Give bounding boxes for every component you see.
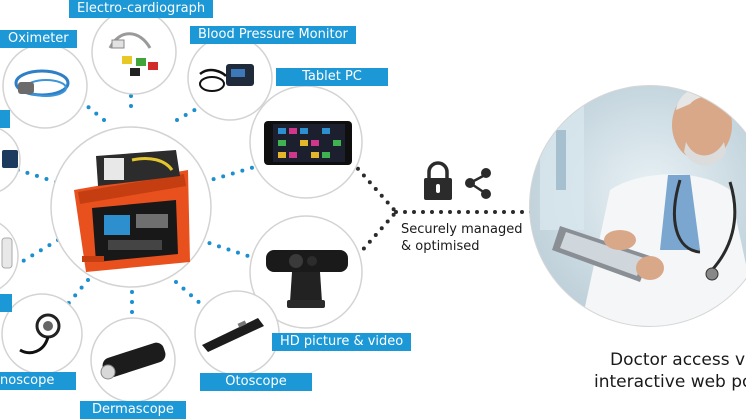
webcam-device [249,215,363,329]
electrocardiograph-device [91,9,177,95]
label-blood-pressure-monitor: Blood Pressure Monitor [190,26,356,44]
label-otoscope: Otoscope [200,373,312,391]
stethoscope-device [1,293,83,375]
label-stethoscope: noscope [0,372,76,390]
blood-pressure-device [187,35,273,121]
dermascope-device [90,317,176,403]
central-kit [50,126,212,288]
doctor-photo [529,85,746,327]
label-tablet-pc: Tablet PC [276,68,388,86]
connector-lines [350,160,536,264]
label-tab-partial-lower [0,294,12,312]
caption-optimised: & optimised [401,239,480,254]
label-electrocardiograph: Electro-cardiograph [69,0,214,18]
label-tab-partial-upper [0,110,10,128]
tablet-pc-device [249,85,363,199]
doctor-caption-line2: interactive web port [594,372,746,392]
oximeter-device [2,43,88,129]
label-dermascope: Dermascope [80,401,186,419]
lock-icon [424,161,452,200]
caption-securely-managed: Securely managed [401,222,523,237]
otoscope-device [194,290,280,376]
label-oximeter: Oximeter [0,30,77,48]
doctor-caption-line1: Doctor access via [610,350,746,370]
label-hd-picture-video: HD picture & video [272,333,412,351]
share-icon [465,168,491,199]
partial-device-circles [0,128,21,290]
